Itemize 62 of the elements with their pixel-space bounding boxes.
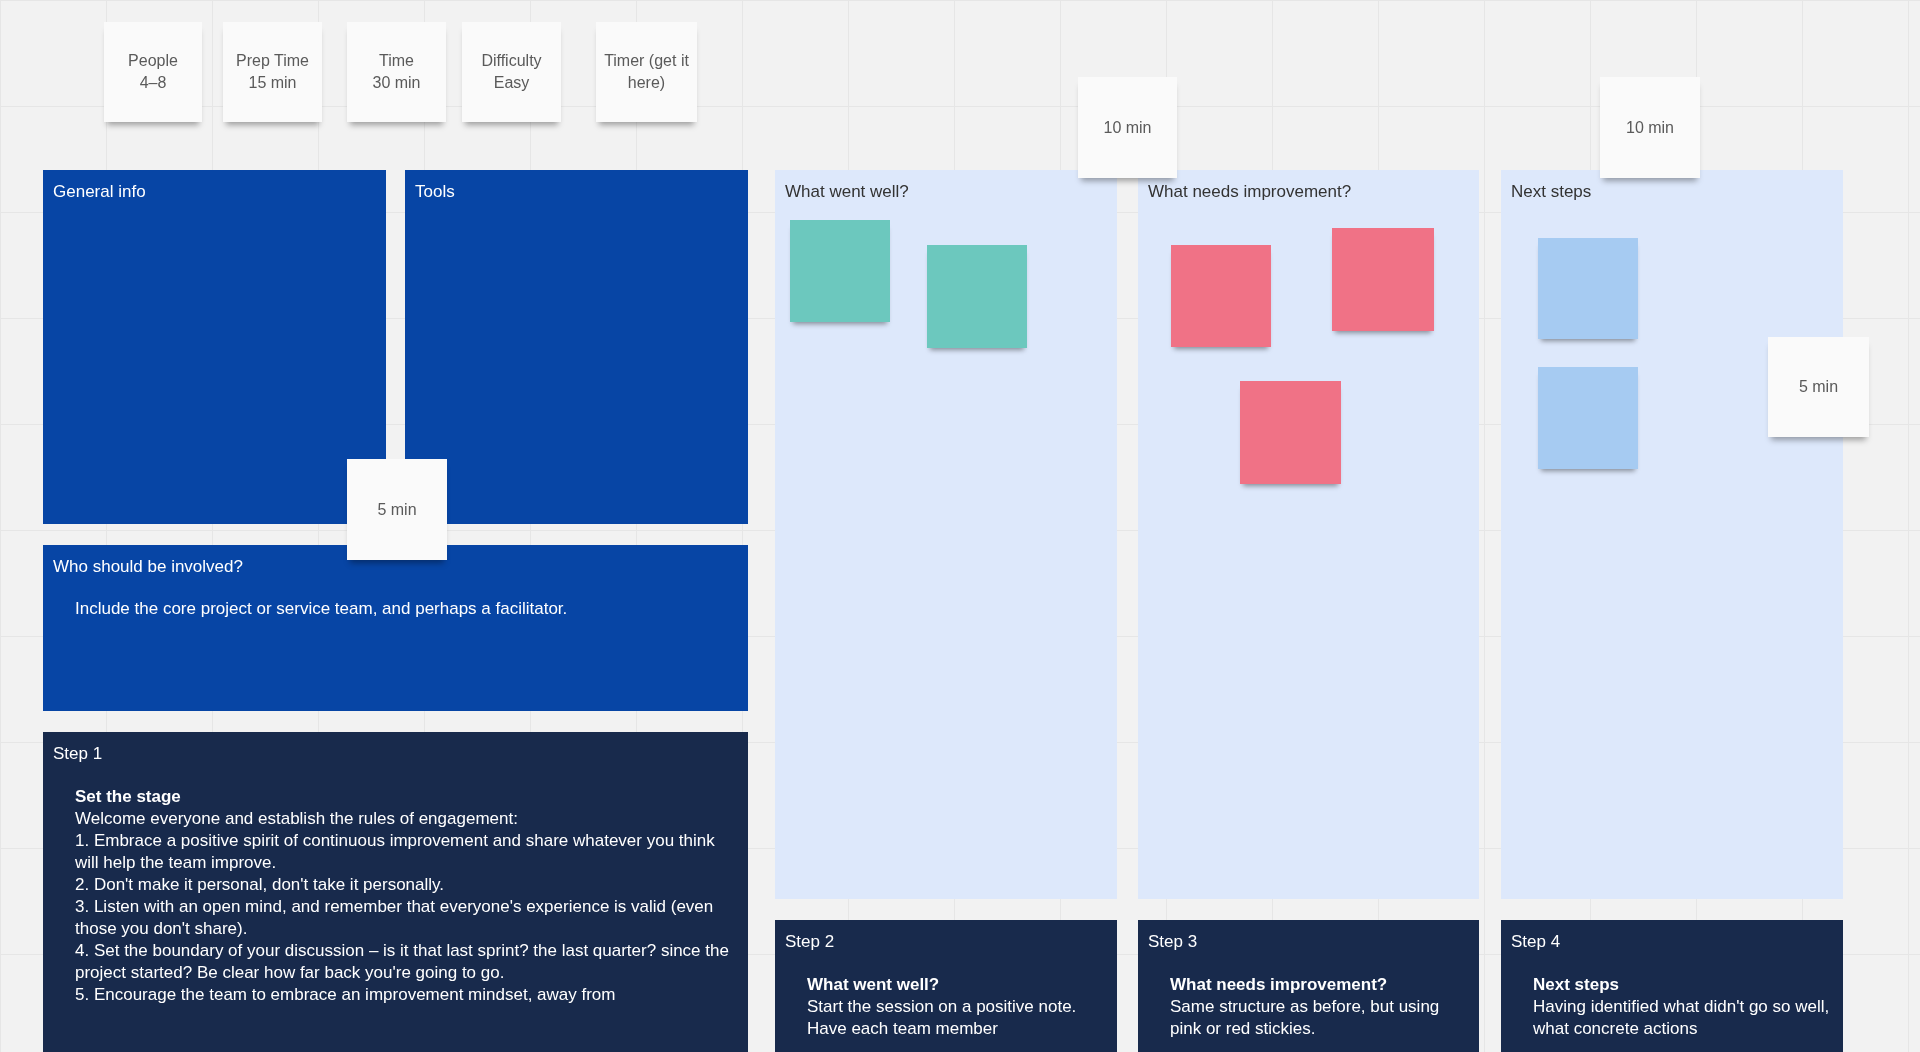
sticky-label: 5 min — [377, 499, 417, 520]
sticky-note — [462, 22, 561, 122]
step-title: Next steps — [1532, 974, 1620, 996]
step-title: Set the stage — [74, 786, 182, 808]
sticky-note — [223, 22, 322, 122]
body-text: Welcome everyone and establish the rules of engagement: — [74, 808, 519, 830]
sticky-label: Timer (get it here) — [603, 51, 690, 93]
body-text: 1. Embrace a positive spirit of continuous improvement and share whatever you think will help the team improve. — [74, 830, 716, 874]
sticky-value: Easy — [493, 73, 530, 93]
sticky-label: Difficulty — [481, 51, 542, 71]
panel-heading: Who should be involved? — [53, 557, 244, 577]
body-text: 4. Set the boundary of your discussion – is it that last sprint? the last quarter? since the project started? Be clear how far back you're going to go. — [74, 940, 730, 984]
sticky-note — [1768, 337, 1869, 437]
sticky-value: 30 min — [372, 73, 421, 93]
sticky-note — [1078, 77, 1177, 178]
sticky-note — [790, 220, 890, 322]
sticky-label: People — [128, 51, 178, 71]
panel-heading: What went well? — [785, 182, 910, 202]
sticky-note — [1538, 367, 1638, 469]
sticky-note — [1332, 228, 1434, 331]
body-text: Having identified what didn't go so well, what concrete actions — [1532, 996, 1831, 1040]
step-title: What needs improvement? — [1169, 974, 1389, 996]
body-text: Start the session on a positive note. Have each team member — [806, 996, 1078, 1040]
sticky-value: 15 min — [248, 73, 297, 93]
sticky-note — [104, 22, 202, 122]
column-panel — [775, 170, 1117, 899]
panel-heading: Next steps — [1511, 182, 1593, 202]
panel-heading: General info — [53, 182, 147, 202]
panel-heading: Step 2 — [785, 932, 836, 952]
sticky-note — [1171, 245, 1271, 347]
sticky-note — [927, 245, 1027, 348]
step-card — [1138, 920, 1479, 1052]
step-card — [775, 920, 1117, 1052]
column-panel — [1501, 170, 1843, 899]
sticky-label: 10 min — [1626, 117, 1674, 138]
column-panel — [1138, 170, 1479, 899]
sticky-label: Prep Time — [236, 51, 309, 71]
step-card — [43, 732, 748, 1052]
panel-heading: Step 1 — [53, 744, 104, 764]
sticky-note — [347, 22, 446, 122]
body-text: Include the core project or service team, and perhaps a facilitator. — [74, 599, 569, 619]
body-text: 3. Listen with an open mind, and remember that everyone's experience is valid (even those you don't share). — [74, 896, 715, 940]
sticky-note — [1600, 77, 1700, 178]
sticky-note — [1240, 381, 1341, 484]
sticky-note — [347, 459, 447, 560]
body-text: 2. Don't make it personal, don't take it personally. — [74, 874, 446, 896]
sticky-note — [596, 22, 697, 122]
sticky-label: Time — [379, 51, 414, 71]
body-text: 5. Encourage the team to embrace an improvement mindset, away from — [74, 984, 617, 1006]
info-panel — [43, 545, 748, 711]
body-text: Same structure as before, but using pink or red stickies. — [1169, 996, 1441, 1040]
sticky-label: 10 min — [1103, 117, 1152, 138]
panel-heading: What needs improvement? — [1148, 182, 1353, 202]
step-card — [1501, 920, 1843, 1052]
panel-heading: Step 4 — [1511, 932, 1562, 952]
step-title: What went well? — [806, 974, 941, 996]
panel-heading: Tools — [415, 182, 456, 202]
info-panel — [43, 170, 386, 524]
panel-heading: Step 3 — [1148, 932, 1199, 952]
sticky-value: 4–8 — [139, 73, 167, 93]
sticky-note — [1538, 238, 1638, 339]
sticky-label: 5 min — [1798, 377, 1839, 397]
